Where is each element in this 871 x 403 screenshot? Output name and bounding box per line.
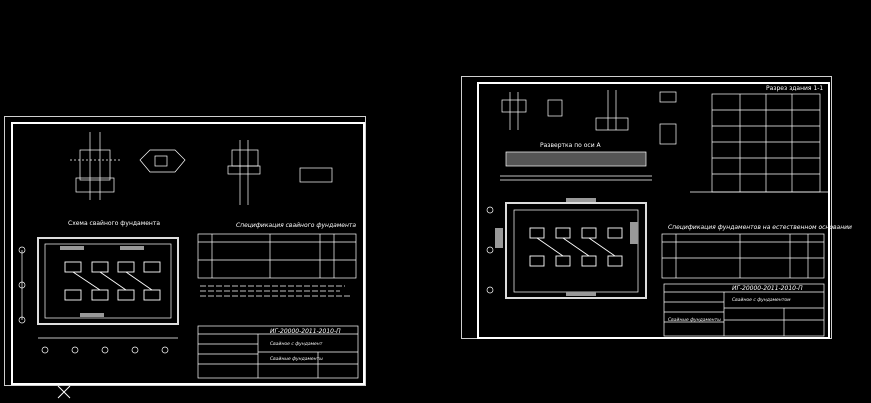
right-stamp-name: Свайное с фундаментом xyxy=(732,298,791,303)
right-spec-title: Спецификация фундаментов на естественном… xyxy=(668,224,852,231)
left-stamp-sheet: Свайные фундаменты xyxy=(270,357,323,362)
left-sheet-frame xyxy=(11,122,365,385)
ucs-cross-icon xyxy=(57,385,71,399)
right-section-title: Разрез здания 1-1 xyxy=(766,85,824,92)
left-plan-title: Схема свайного фундамента xyxy=(68,220,161,227)
left-sheet-border xyxy=(4,116,366,386)
right-elevation-title: Развертка по оси А xyxy=(540,142,601,149)
left-stamp-name: Свайное с фундамент xyxy=(270,342,323,347)
left-stamp-code: ИГ-20000-2011-2010-П xyxy=(270,328,341,335)
right-stamp-sheet: Свайные фундаменты xyxy=(668,318,721,323)
right-sheet-frame xyxy=(477,82,830,339)
left-spec-title: Спецификация свайного фундамента xyxy=(236,222,357,229)
right-stamp-code: ИГ-20000-2011-2010-П xyxy=(732,285,803,292)
